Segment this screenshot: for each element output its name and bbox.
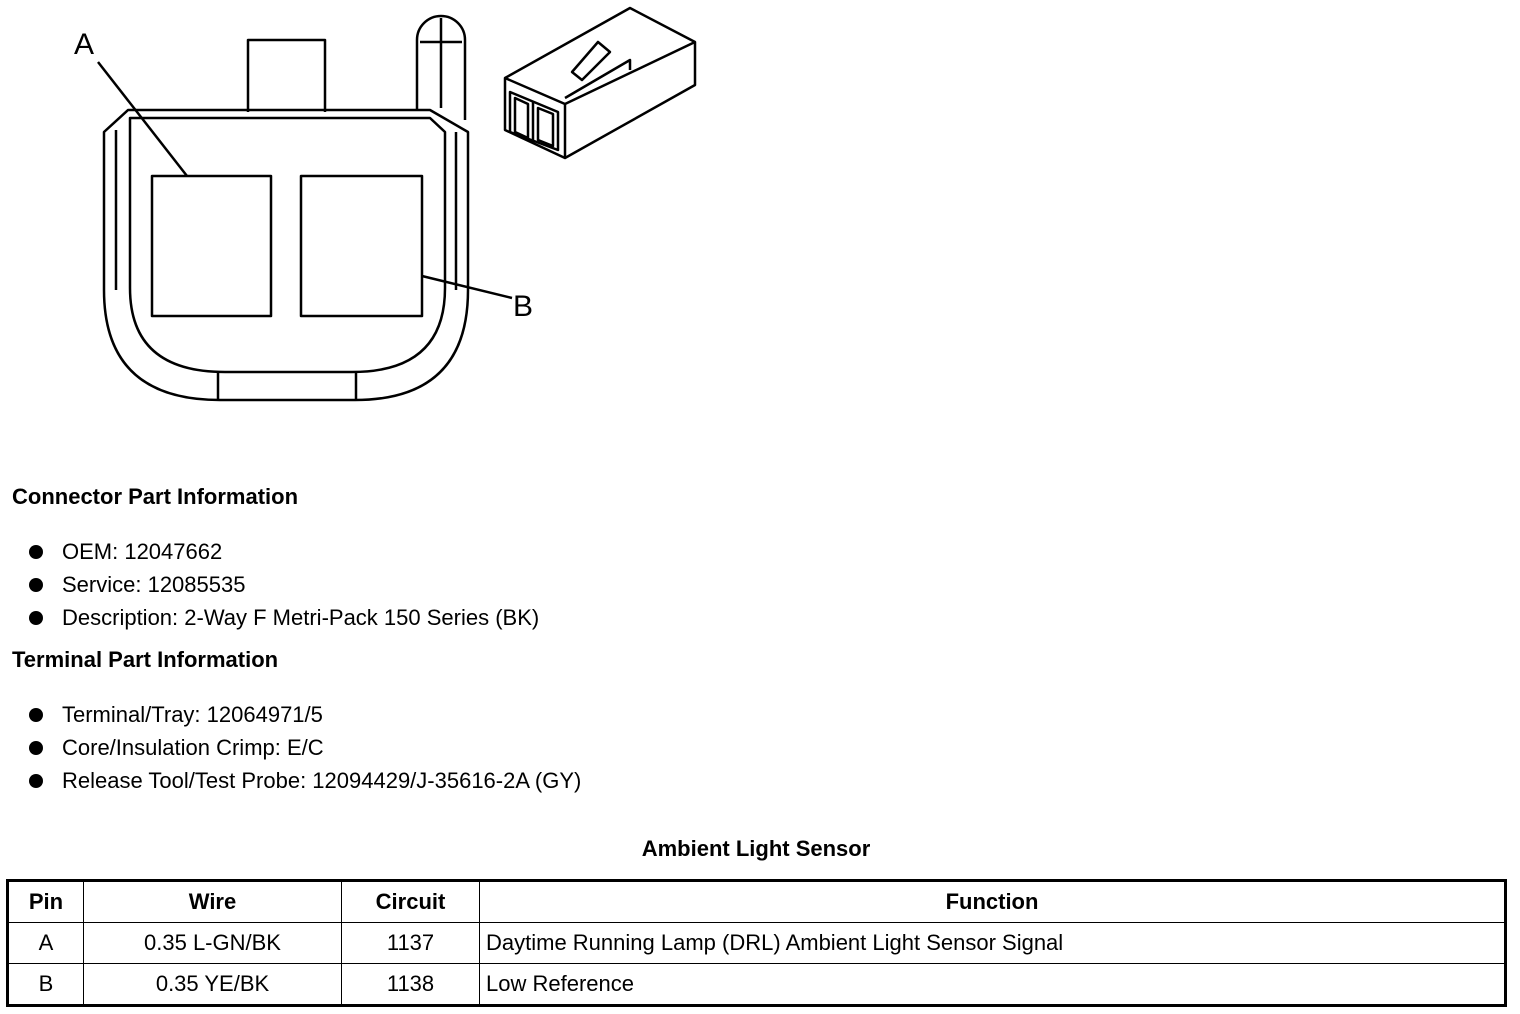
bullet-icon — [29, 774, 43, 788]
terminal-info-list: Terminal/Tray: 12064971/5 Core/Insulatio… — [0, 698, 581, 797]
connector-lock-post — [415, 14, 467, 120]
header-circuit: Circuit — [341, 880, 480, 923]
list-item: Terminal/Tray: 12064971/5 — [0, 698, 581, 731]
connector-info-heading: Connector Part Information — [12, 484, 299, 509]
pin-label-a: A — [74, 28, 94, 61]
cell-function: Low Reference — [479, 963, 1506, 1006]
bullet-icon — [29, 545, 43, 559]
header-function: Function — [479, 880, 1506, 923]
header-pin: Pin — [7, 880, 84, 923]
connector-body-inner — [128, 116, 447, 374]
pinout-table: Pin Wire Circuit Function A 0.35 L-GN/BK… — [6, 879, 1507, 1007]
bullet-icon — [29, 611, 43, 625]
list-item: OEM: 12047662 — [0, 535, 539, 568]
cavity-a — [150, 174, 273, 318]
cell-pin: B — [7, 963, 84, 1006]
table-row: B 0.35 YE/BK 1138 Low Reference — [7, 963, 1506, 1006]
connector-3d-view — [503, 6, 697, 160]
cell-function: Daytime Running Lamp (DRL) Ambient Light… — [479, 922, 1506, 964]
list-item: Release Tool/Test Probe: 12094429/J-3561… — [0, 764, 581, 797]
cell-wire: 0.35 L-GN/BK — [83, 922, 342, 964]
bullet-icon — [29, 741, 43, 755]
connector-info-list: OEM: 12047662 Service: 12085535 Descript… — [0, 535, 539, 634]
list-item: Description: 2-Way F Metri-Pack 150 Seri… — [0, 601, 539, 634]
table-row: A 0.35 L-GN/BK 1137 Daytime Running Lamp… — [7, 922, 1506, 964]
table-header-row: Pin Wire Circuit Function — [7, 880, 1506, 923]
pin-label-b: B — [513, 290, 533, 323]
list-item: Core/Insulation Crimp: E/C — [0, 731, 581, 764]
bullet-icon — [29, 708, 43, 722]
connector-diagram: A B — [74, 6, 697, 402]
connector-top-tab — [246, 38, 327, 112]
bullet-icon — [29, 578, 43, 592]
header-wire: Wire — [83, 880, 342, 923]
cell-circuit: 1138 — [341, 963, 480, 1006]
cell-pin: A — [7, 922, 84, 964]
terminal-info-heading: Terminal Part Information — [12, 647, 279, 672]
list-item: Service: 12085535 — [0, 568, 539, 601]
cavity-b — [299, 174, 424, 318]
cell-wire: 0.35 YE/BK — [83, 963, 342, 1006]
cell-circuit: 1137 — [341, 922, 480, 964]
table-title: Ambient Light Sensor — [641, 836, 871, 861]
